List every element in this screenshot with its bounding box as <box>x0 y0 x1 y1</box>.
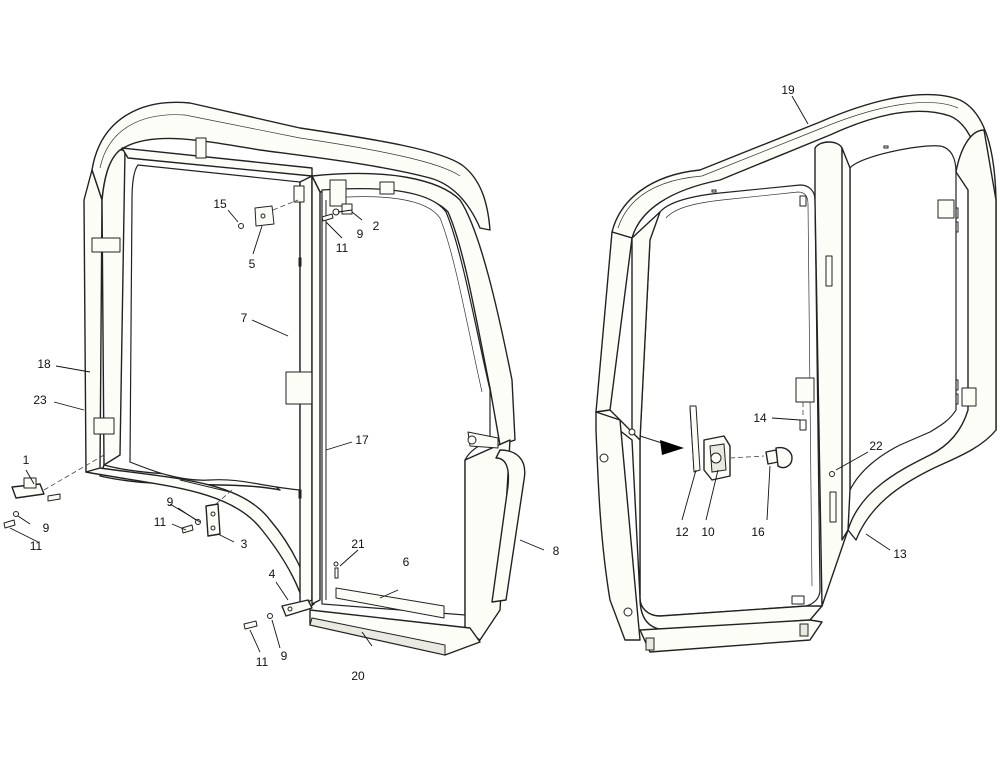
callout-9-upper-door: 9 <box>357 227 364 241</box>
callout-14: 14 <box>753 411 767 425</box>
callout-2: 2 <box>373 219 380 233</box>
left-door-panel <box>309 172 526 656</box>
callout-23: 23 <box>33 393 47 407</box>
callout-9-hinge-left: 9 <box>43 521 50 535</box>
callout-13: 13 <box>893 547 907 561</box>
callout-7: 7 <box>241 311 248 325</box>
callout-18: 18 <box>37 357 51 371</box>
callout-1: 1 <box>23 453 30 467</box>
callout-12: 12 <box>675 525 689 539</box>
right-cab-frame <box>595 93 997 653</box>
leader-lines <box>9 95 891 653</box>
callout-8: 8 <box>553 544 560 558</box>
left-cab-frame <box>83 101 491 611</box>
callout-5: 5 <box>249 257 256 271</box>
right-hardware <box>628 402 835 481</box>
callout-9-lower: 9 <box>281 649 288 663</box>
callout-labels: 1 2 3 4 5 6 7 8 9 9 9 9 10 11 11 11 11 1… <box>23 83 907 683</box>
callout-11-strap: 11 <box>154 515 167 529</box>
callout-4: 4 <box>269 567 276 581</box>
callout-15: 15 <box>213 197 227 211</box>
callout-10: 10 <box>701 525 715 539</box>
callout-9-strap: 9 <box>167 495 174 509</box>
callout-11-upper-door: 11 <box>336 241 349 255</box>
callout-11-lower: 11 <box>256 655 269 669</box>
callout-21: 21 <box>351 537 365 551</box>
direction-arrow-icon <box>660 440 684 455</box>
callout-16: 16 <box>751 525 765 539</box>
callout-22: 22 <box>869 439 883 453</box>
callout-3: 3 <box>241 537 248 551</box>
callout-19: 19 <box>781 83 795 97</box>
callout-11-hinge-left: 11 <box>30 539 43 553</box>
callout-20: 20 <box>351 669 365 683</box>
callout-6: 6 <box>403 555 410 569</box>
left-hardware <box>3 199 353 630</box>
callout-17: 17 <box>355 433 369 447</box>
